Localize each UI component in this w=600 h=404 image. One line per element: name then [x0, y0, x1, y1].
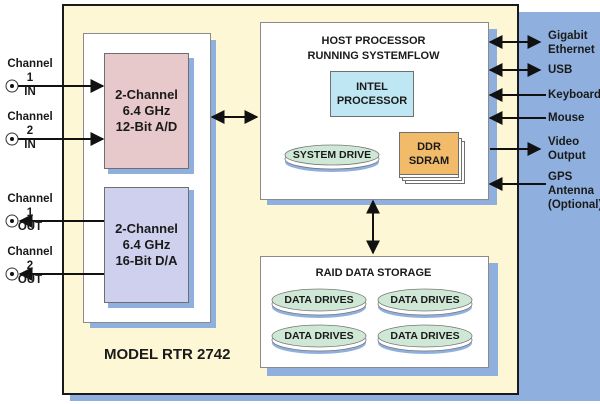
- input-1-label: Channel 1 IN: [4, 57, 56, 99]
- cpu-line2: PROCESSOR: [336, 95, 408, 107]
- video-line1: Video: [548, 136, 580, 148]
- output-2-label: Channel 2 OUT: [4, 245, 56, 287]
- data-drive-label-3: DATA DRIVES: [284, 330, 354, 342]
- keyboard-label: Keyboard: [548, 89, 600, 101]
- output-jack-2: [5, 267, 19, 281]
- ethernet-line2: Ethernet: [548, 44, 595, 56]
- input-2-label: Channel 2 IN: [4, 110, 56, 152]
- da-line2: 6.4 GHz: [122, 237, 171, 252]
- input-jack-1: [5, 79, 19, 93]
- host-title: HOST PROCESSOR RUNNING SYSTEMFLOW: [260, 34, 487, 64]
- output-1-line1: Channel 1: [7, 193, 53, 219]
- gps-antenna-label: GPS Antenna (Optional): [548, 170, 600, 212]
- ad-converter-block: 2-Channel 6.4 GHz 12-Bit A/D: [104, 53, 189, 169]
- ethernet-label: Gigabit Ethernet: [548, 29, 595, 57]
- ethernet-line1: Gigabit: [548, 30, 588, 42]
- output-2-line1: Channel 2: [7, 246, 53, 272]
- output-2-line2: OUT: [17, 274, 43, 286]
- data-drive-label-1: DATA DRIVES: [284, 294, 354, 306]
- host-title-line1: HOST PROCESSOR: [321, 35, 426, 47]
- data-drive-label-2: DATA DRIVES: [390, 294, 460, 306]
- output-jack-1: [5, 214, 19, 228]
- da-line3: 16-Bit D/A: [115, 253, 178, 268]
- data-drive-disk-4: [377, 324, 473, 354]
- storage-title: RAID DATA STORAGE: [315, 267, 432, 279]
- input-jack-2: [5, 132, 19, 146]
- input-2-line2: IN: [24, 139, 36, 151]
- ad-line2: 6.4 GHz: [122, 103, 171, 118]
- mouse-label: Mouse: [548, 112, 585, 124]
- host-title-line2: RUNNING SYSTEMFLOW: [307, 50, 440, 62]
- video-output-label: Video Output: [548, 135, 586, 163]
- cpu-line1: INTEL: [356, 81, 388, 93]
- usb-label: USB: [548, 64, 573, 76]
- system-drive-disk: [284, 144, 380, 172]
- output-1-label: Channel 1 OUT: [4, 192, 56, 234]
- da-converter-block: 2-Channel 6.4 GHz 16-Bit D/A: [104, 187, 189, 303]
- memory-line1: DDR: [417, 140, 441, 153]
- gps-line3: (Optional): [548, 199, 600, 211]
- input-2-line1: Channel 2: [7, 111, 53, 137]
- da-line1: 2-Channel: [115, 221, 178, 236]
- gps-line2: Antenna: [548, 185, 594, 197]
- ddr-sdram-block: DDR SDRAM: [399, 132, 459, 175]
- ad-line1: 2-Channel: [115, 87, 178, 102]
- gps-line1: GPS: [548, 171, 573, 183]
- memory-line2: SDRAM: [408, 154, 450, 167]
- intel-processor-block: INTEL PROCESSOR: [330, 71, 414, 117]
- input-1-line1: Channel 1: [7, 58, 53, 84]
- data-drive-disk-3: [271, 324, 367, 354]
- data-drive-disk-2: [377, 288, 473, 318]
- data-drive-disk-1: [271, 288, 367, 318]
- data-drive-label-4: DATA DRIVES: [390, 330, 460, 342]
- output-1-line2: OUT: [17, 221, 43, 233]
- system-drive-label: SYSTEM DRIVE: [292, 149, 372, 161]
- input-1-line2: IN: [24, 86, 36, 98]
- model-label: MODEL RTR 2742: [104, 346, 231, 363]
- video-line2: Output: [548, 150, 586, 162]
- ad-line3: 12-Bit A/D: [115, 119, 178, 134]
